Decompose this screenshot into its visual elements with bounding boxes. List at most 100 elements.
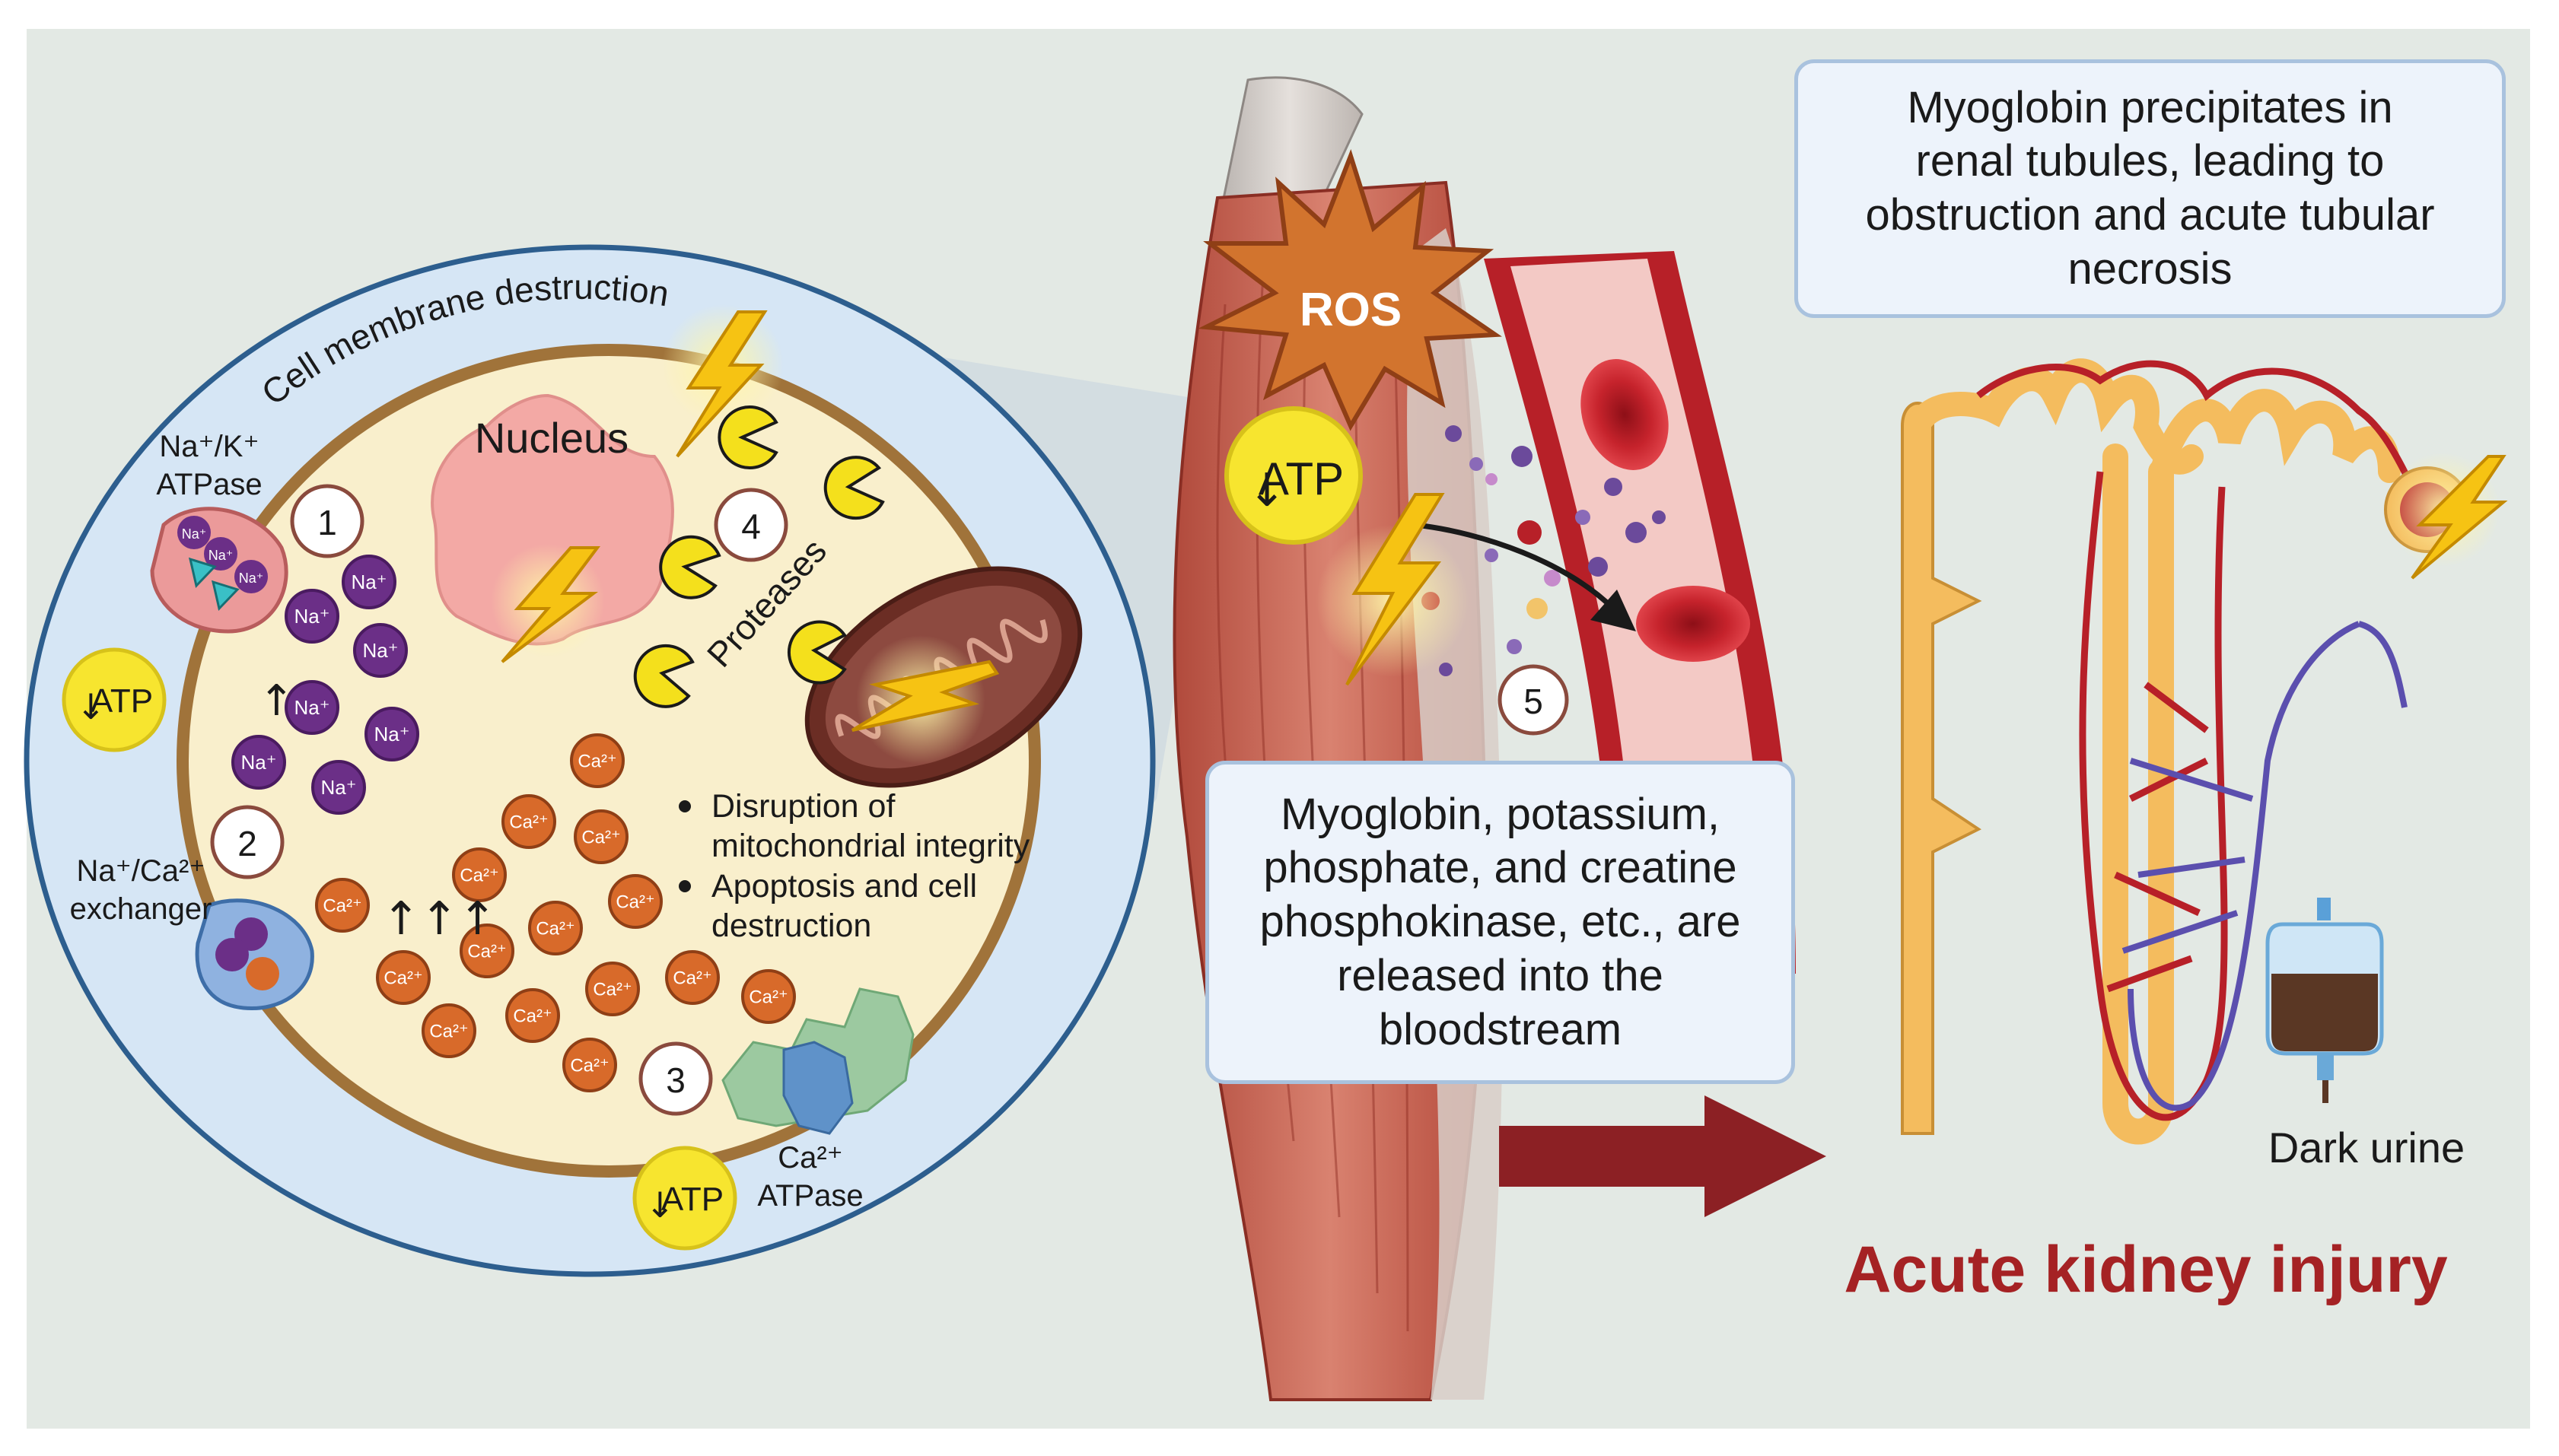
atp-down-arrow: ↓	[76, 686, 106, 727]
calcium-ion-label: Ca²⁺	[578, 751, 616, 771]
step-1: 1	[290, 484, 364, 558]
calcium-ion-label: Ca²⁺	[467, 941, 506, 962]
calcium-ion-label: Ca²⁺	[460, 865, 498, 885]
calcium-ion-label: Ca²⁺	[323, 895, 361, 916]
step-5: 5	[1498, 664, 1569, 736]
sodium-ion: Na⁺	[231, 735, 286, 790]
step-5-label: 5	[1523, 682, 1543, 721]
pump-na-label: Na⁺	[239, 571, 264, 586]
calcium-ion-label: Ca²⁺	[616, 892, 654, 912]
kidney-text-line-3: obstruction and acute tubular	[1865, 190, 2435, 240]
cell-atp-bottom: ↓ ATP	[632, 1146, 737, 1251]
ca-atpase-label-line-2: ATPase	[757, 1179, 863, 1213]
sodium-ion-label: Na⁺	[294, 605, 330, 628]
vein-network	[2121, 621, 2360, 1111]
muscle-lightning-icon	[1316, 493, 1469, 686]
artery-network	[1976, 360, 2416, 1121]
sodium-ion-label: Na⁺	[374, 723, 410, 745]
loop-descending	[2102, 443, 2174, 1145]
step-1-label: 1	[317, 503, 337, 542]
sodium-ion: Na⁺	[285, 680, 339, 735]
kidney-text-box: Myoglobin precipitates in renal tubules,…	[1794, 59, 2506, 318]
protease	[823, 456, 885, 520]
calcium-ion: Ca²⁺	[528, 901, 583, 955]
muscle-atp: ↓ ATP	[1224, 406, 1363, 545]
progression-arrow	[1499, 1095, 1826, 1217]
release-text-line-4: released into the	[1337, 950, 1663, 1000]
na-ca-exchanger: Na⁺/Ca²⁺ exchanger	[70, 854, 314, 1011]
calcium-ion: Ca²⁺	[665, 950, 720, 1005]
pump-na-label: Na⁺	[182, 526, 207, 542]
bullet-2-line-1: Apoptosis and cell	[711, 868, 977, 904]
mito-bullets: Disruption of mitochondrial integrity Ap…	[679, 788, 1030, 944]
sodium-ion: Na⁺	[342, 555, 396, 609]
dark-urine-label: Dark urine	[2268, 1124, 2465, 1171]
na-k-atpase-pump: Na⁺ Na⁺ Na⁺ Na⁺/K⁺ ATPase	[150, 430, 288, 634]
vein-outflow	[2357, 621, 2408, 708]
calcium-ion-label: Ca²⁺	[570, 1055, 609, 1076]
release-text-line-1: Myoglobin, potassium,	[1280, 789, 1720, 839]
calcium-ion: Ca²⁺	[501, 794, 556, 849]
nucleus-label: Nucleus	[475, 414, 629, 462]
calcium-ion-label: Ca²⁺	[581, 827, 620, 847]
calcium-ion: Ca²⁺	[570, 733, 625, 788]
ros-label: ROS	[1300, 284, 1402, 336]
sodium-ion: Na⁺	[285, 589, 339, 644]
release-text-line-5: bloodstream	[1378, 1004, 1622, 1054]
calcium-ion-label: Ca²⁺	[513, 1006, 552, 1026]
protease	[633, 644, 695, 708]
bullet-1-line-1: Disruption of	[711, 788, 896, 825]
calcium-ion: Ca²⁺	[741, 969, 796, 1024]
calcium-ion-label: Ca²⁺	[384, 968, 422, 988]
cell-atp-left-label: ATP	[91, 682, 153, 720]
acute-kidney-injury-title: Acute kidney injury	[1844, 1233, 2448, 1306]
membrane-lightning-icon	[662, 304, 784, 458]
naca-label-line-2: exchanger	[70, 892, 212, 926]
bullet-1-line-2: mitochondrial integrity	[711, 828, 1030, 864]
nucleus-lightning-icon	[491, 544, 605, 663]
step-3: 3	[638, 1041, 713, 1116]
sodium-ion: Na⁺	[364, 707, 419, 761]
protease	[718, 405, 778, 469]
cell-atp-left: ↓ ATP	[62, 647, 167, 752]
step-3-label: 3	[666, 1060, 686, 1100]
calcium-ion: Ca²⁺	[422, 1003, 476, 1058]
red-blood-cell	[1636, 586, 1750, 662]
calcium-ion: Ca²⁺	[505, 988, 560, 1043]
calcium-ion: Ca²⁺	[608, 874, 663, 929]
cell-atp-bottom-label: ATP	[661, 1181, 724, 1218]
urine-bag-icon	[2265, 898, 2384, 1103]
kidney-text-line-1: Myoglobin precipitates in	[1907, 82, 2393, 132]
red-blood-cell	[1580, 359, 1669, 470]
atp-down-arrow: ↓	[645, 1184, 675, 1226]
calcium-ion: Ca²⁺	[315, 878, 370, 933]
sodium-ion-label: Na⁺	[321, 776, 357, 799]
sodium-ion: Na⁺	[353, 623, 408, 678]
naca-label-line-1: Na⁺/Ca²⁺	[77, 854, 205, 888]
na-increase-arrow: ↑	[259, 676, 294, 726]
protease	[659, 535, 721, 599]
calcium-ions: Ca²⁺Ca²⁺Ca²⁺Ca²⁺Ca²⁺Ca²⁺Ca²⁺Ca²⁺Ca²⁺Ca²⁺…	[315, 733, 796, 1092]
pump-na-label: Na⁺	[208, 548, 234, 563]
release-arrow-head	[1590, 590, 1636, 631]
release-text-line-2: phosphate, and creatine	[1263, 843, 1737, 893]
calcium-ion-label: Ca²⁺	[749, 987, 788, 1007]
ca-atpase-pump: Ca²⁺ ATPase	[721, 987, 915, 1213]
calcium-ion: Ca²⁺	[376, 950, 431, 1005]
muscle-atp-label: ATP	[1259, 453, 1344, 504]
step-2: 2	[210, 805, 285, 879]
calcium-ion-label: Ca²⁺	[429, 1021, 468, 1041]
nephron	[1901, 358, 2508, 1145]
step-4: 4	[714, 488, 788, 562]
calcium-ion: Ca²⁺	[452, 847, 507, 902]
calcium-ion-label: Ca²⁺	[593, 979, 632, 1000]
ca-atpase-label-line-1: Ca²⁺	[778, 1141, 843, 1175]
cell: Cell membrane destruction Nucleus	[24, 244, 1156, 1277]
sodium-ion: Na⁺	[311, 760, 366, 815]
sodium-ions: Na⁺Na⁺Na⁺Na⁺Na⁺Na⁺Na⁺	[231, 555, 419, 815]
muscle-atp-arrow: ↓	[1248, 464, 1286, 517]
ros-burst: ROS	[1198, 148, 1502, 431]
nak-label-line-1: Na⁺/K⁺	[159, 430, 259, 463]
glomerulus-lightning-icon	[2386, 453, 2508, 580]
mito-lightning-icon	[851, 635, 1000, 765]
